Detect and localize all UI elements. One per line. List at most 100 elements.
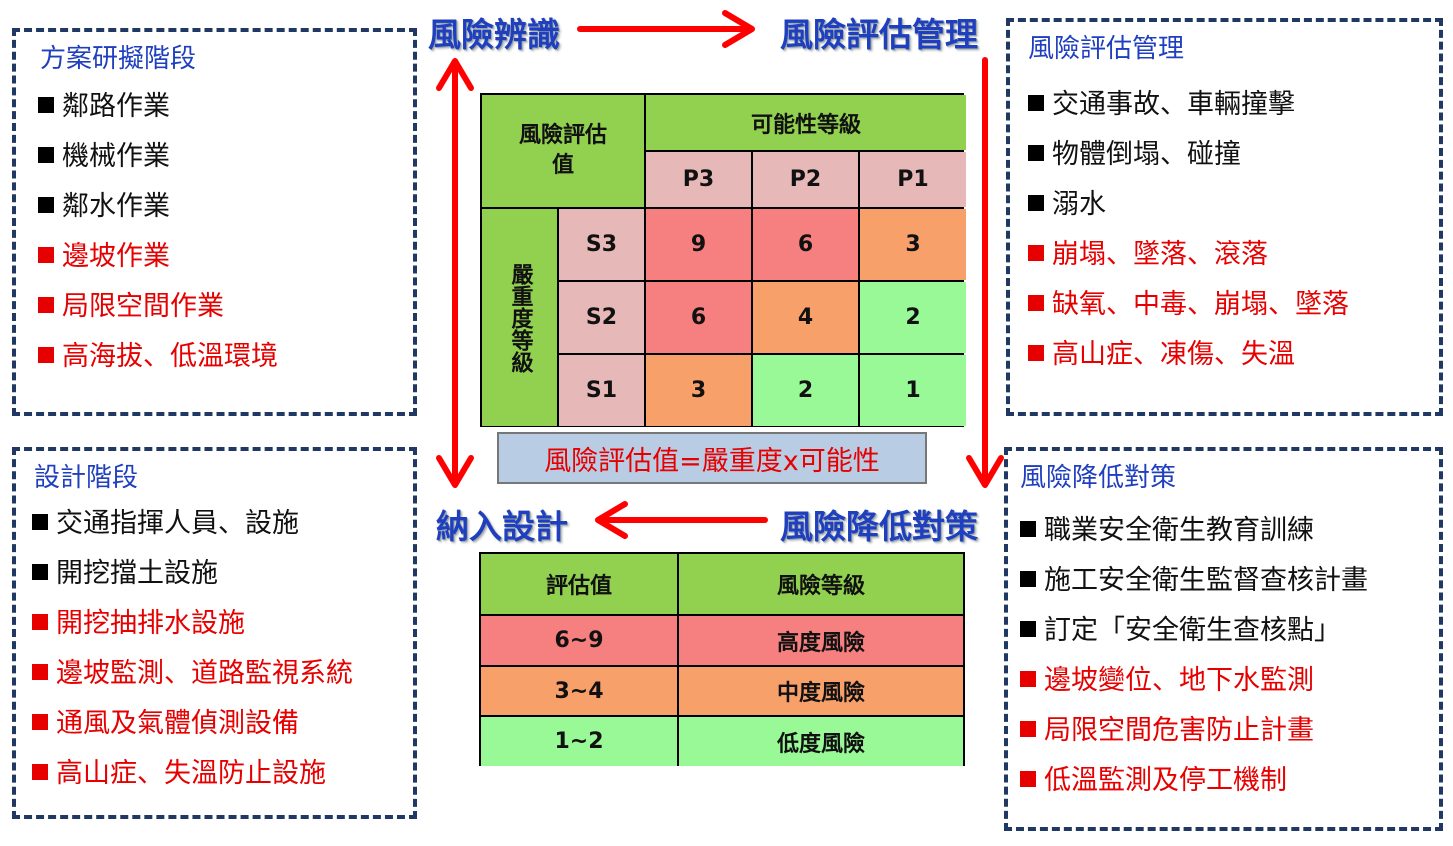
bullet-square-icon — [38, 346, 54, 363]
matrix-cell: 3 — [646, 355, 751, 426]
bullet-square-icon — [1028, 294, 1044, 311]
matrix-corner: 風險評估值 — [482, 95, 644, 207]
list-item: 通風及氣體偵測設備 — [32, 699, 353, 749]
matrix-cell: 1 — [860, 355, 966, 426]
assessment-panel: 風險評估管理 交通事故、車輛撞擊 物體倒塌、碰撞 溺水 崩塌、墜落、滾落 缺氧、… — [1006, 18, 1443, 416]
probability-col-p2: P2 — [753, 152, 858, 207]
list-item: 交通事故、車輛撞擊 — [1028, 80, 1349, 130]
level-table-header-level: 風險等級 — [679, 554, 963, 614]
probability-header: 可能性等級 — [646, 95, 966, 150]
level-range-medium: 3~4 — [481, 667, 677, 715]
arrowhead-identify — [436, 58, 474, 91]
level-table-header-score: 評估值 — [481, 554, 677, 614]
list-item: 溺水 — [1028, 180, 1349, 230]
list-item: 缺氧、中毒、崩塌、墜落 — [1028, 280, 1349, 330]
planning-stage-title: 方案研擬階段 — [40, 44, 197, 74]
matrix-cell: 6 — [646, 282, 751, 353]
list-item: 施工安全衛生監督查核計畫 — [1020, 556, 1368, 606]
matrix-cell: 3 — [860, 209, 966, 280]
list-item: 局限空間作業 — [38, 282, 278, 332]
bullet-square-icon — [32, 713, 48, 730]
reduction-panel: 風險降低對策 職業安全衛生教育訓練 施工安全衛生監督查核計畫 訂定「安全衛生查核… — [1004, 447, 1443, 831]
probability-col-p3: P3 — [646, 152, 751, 207]
list-item: 開挖擋土設施 — [32, 549, 353, 599]
list-item: 高山症、失溫防止設施 — [32, 749, 353, 799]
list-item: 機械作業 — [38, 132, 278, 182]
matrix-cell: 2 — [753, 355, 858, 426]
bullet-square-icon — [1020, 570, 1036, 587]
list-item: 鄰水作業 — [38, 182, 278, 232]
matrix-cell: 6 — [753, 209, 858, 280]
severity-header-text: 嚴重度等級 — [507, 262, 533, 373]
list-item: 高海拔、低溫環境 — [38, 332, 278, 382]
bullet-square-icon — [38, 146, 54, 163]
arrowhead-assess — [722, 10, 755, 48]
design-stage-title: 設計階段 — [34, 463, 139, 493]
assessment-panel-title: 風險評估管理 — [1028, 34, 1185, 64]
list-item: 邊坡監測、道路監視系統 — [32, 649, 353, 699]
level-label-high: 高度風險 — [679, 616, 963, 665]
list-item: 高山症、凍傷、失溫 — [1028, 330, 1349, 380]
list-item: 職業安全衛生教育訓練 — [1020, 506, 1368, 556]
stage-reduce: 風險降低對策 — [780, 507, 978, 546]
list-item: 低溫監測及停工機制 — [1020, 756, 1368, 806]
bullet-square-icon — [32, 513, 48, 530]
bullet-square-icon — [32, 613, 48, 630]
planning-stage-panel: 方案研擬階段 鄰路作業 機械作業 鄰水作業 邊坡作業 局限空間作業 高海拔、低溫… — [12, 28, 417, 416]
severity-row-s3: S3 — [559, 209, 644, 280]
design-stage-panel: 設計階段 交通指揮人員、設施 開挖擋土設施 開挖抽排水設施 邊坡監測、道路監視系… — [12, 447, 417, 819]
matrix-cell: 4 — [753, 282, 858, 353]
risk-matrix: 風險評估值 可能性等級 P3 P2 P1 嚴重度等級 S3 9 6 3 S2 6… — [480, 93, 966, 427]
bullet-square-icon — [1028, 94, 1044, 111]
bullet-square-icon — [1020, 770, 1036, 787]
bullet-square-icon — [38, 196, 54, 213]
list-item: 鄰路作業 — [38, 82, 278, 132]
level-label-low: 低度風險 — [679, 717, 963, 766]
bullet-square-icon — [1020, 670, 1036, 687]
bullet-square-icon — [32, 563, 48, 580]
bullet-square-icon — [38, 246, 54, 263]
bullet-square-icon — [32, 663, 48, 680]
list-item: 交通指揮人員、設施 — [32, 499, 353, 549]
list-item: 崩塌、墜落、滾落 — [1028, 230, 1349, 280]
matrix-cell: 9 — [646, 209, 751, 280]
bullet-square-icon — [38, 296, 54, 313]
matrix-cell: 2 — [860, 282, 966, 353]
arrowhead-design — [595, 501, 628, 539]
bullet-square-icon — [38, 96, 54, 113]
reduction-list: 職業安全衛生教育訓練 施工安全衛生監督查核計畫 訂定「安全衛生查核點」 邊坡變位… — [1020, 506, 1368, 806]
list-item: 局限空間危害防止計畫 — [1020, 706, 1368, 756]
assessment-list: 交通事故、車輛撞擊 物體倒塌、碰撞 溺水 崩塌、墜落、滾落 缺氧、中毒、崩塌、墜… — [1028, 80, 1349, 380]
level-label-medium: 中度風險 — [679, 667, 963, 715]
stage-design: 納入設計 — [436, 507, 568, 546]
arrowhead-reduce — [966, 455, 1004, 488]
severity-row-s2: S2 — [559, 282, 644, 353]
arrowhead-design-up — [436, 455, 474, 488]
bullet-square-icon — [1028, 244, 1044, 261]
list-item: 邊坡作業 — [38, 232, 278, 282]
stage-identify: 風險辨識 — [428, 15, 560, 54]
level-range-high: 6~9 — [481, 616, 677, 665]
stage-assess: 風險評估管理 — [780, 15, 978, 54]
reduction-panel-title: 風險降低對策 — [1020, 463, 1177, 493]
bullet-square-icon — [1028, 194, 1044, 211]
list-item: 物體倒塌、碰撞 — [1028, 130, 1349, 180]
bullet-square-icon — [1020, 720, 1036, 737]
bullet-square-icon — [1028, 344, 1044, 361]
probability-col-p1: P1 — [860, 152, 966, 207]
risk-level-table: 評估值 風險等級 6~9 高度風險 3~4 中度風險 1~2 低度風險 — [479, 552, 965, 766]
list-item: 訂定「安全衛生查核點」 — [1020, 606, 1368, 656]
severity-header: 嚴重度等級 — [482, 209, 557, 426]
list-item: 開挖抽排水設施 — [32, 599, 353, 649]
list-item: 邊坡變位、地下水監測 — [1020, 656, 1368, 706]
severity-row-s1: S1 — [559, 355, 644, 426]
bullet-square-icon — [1028, 144, 1044, 161]
risk-formula: 風險評估值=嚴重度x可能性 — [497, 432, 927, 484]
bullet-square-icon — [32, 763, 48, 780]
bullet-square-icon — [1020, 620, 1036, 637]
planning-stage-list: 鄰路作業 機械作業 鄰水作業 邊坡作業 局限空間作業 高海拔、低溫環境 — [38, 82, 278, 382]
design-stage-list: 交通指揮人員、設施 開挖擋土設施 開挖抽排水設施 邊坡監測、道路監視系統 通風及… — [32, 499, 353, 799]
level-range-low: 1~2 — [481, 717, 677, 766]
bullet-square-icon — [1020, 520, 1036, 537]
